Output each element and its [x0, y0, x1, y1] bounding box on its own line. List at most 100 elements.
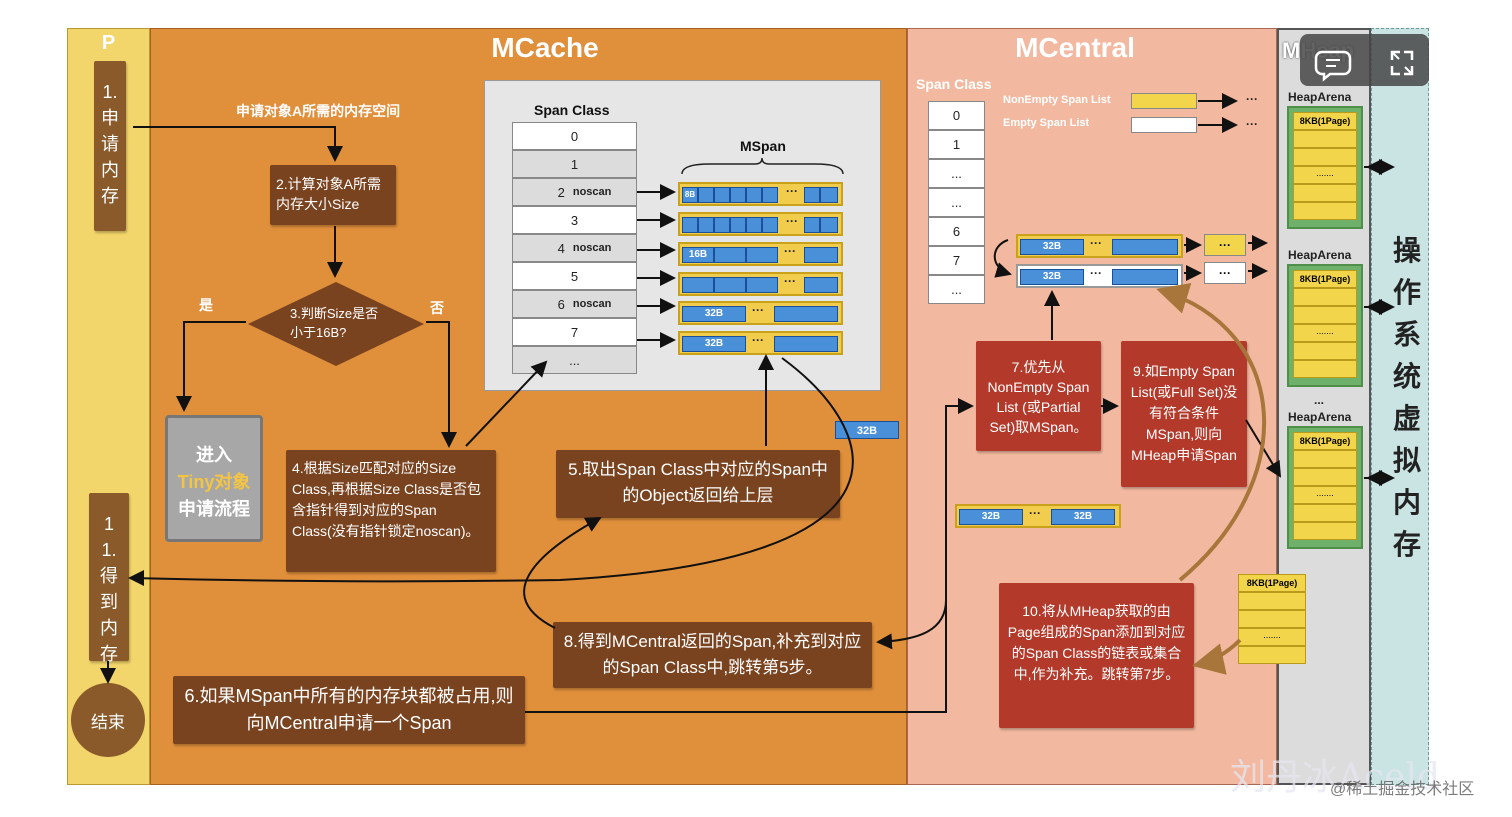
mcentral-span-class-title: Span Class: [916, 76, 992, 92]
mspan-row-16b: 16B ···: [678, 242, 843, 266]
mspan-object: [714, 187, 730, 203]
span-ellipsis: ···: [1029, 506, 1041, 520]
mcache-title: MCache: [491, 32, 599, 63]
step3-decision-diamond: [248, 282, 424, 366]
mspan-object: [698, 217, 714, 233]
step6-request-mcentral: 6.如果MSpan中所有的内存块都被占用,则向MCentral申请一个Span: [173, 676, 525, 744]
page-row: 8KB(1Page): [1293, 112, 1357, 130]
mspan-object: [804, 187, 820, 203]
mspan-object: [804, 277, 838, 293]
heap-arena-label-3: HeapArena: [1288, 410, 1352, 424]
span-label-32b: 32B: [1020, 269, 1084, 285]
mspan-object: [746, 247, 778, 263]
empty-ellipsis: ···: [1246, 117, 1258, 131]
comment-icon: [1314, 50, 1352, 82]
span-label-32b: 32B: [1020, 239, 1084, 255]
page-row: [1293, 288, 1357, 306]
mcentral-title: MCentral: [1015, 32, 1135, 63]
mspan-row-8b-2: ···: [678, 212, 843, 236]
heap-arena-2: 8KB(1Page) .......: [1287, 264, 1363, 387]
span-label-32b: 32B: [959, 509, 1023, 525]
mcache-span-class-0: 0: [512, 122, 637, 150]
mcentral-empty-span: 32B ···: [1016, 264, 1183, 288]
mcentral-span-class-1: 1: [928, 130, 985, 159]
mspan-ellipsis: ···: [784, 244, 796, 258]
span-ellipsis: ···: [1090, 266, 1102, 280]
mspan-object: [774, 306, 838, 322]
mspan-object: [714, 247, 746, 263]
yes-label: 是: [199, 297, 213, 313]
mspan-object: [698, 187, 714, 203]
empty-swatch: [1131, 117, 1197, 133]
page-row: [1238, 646, 1306, 664]
mcentral-nonempty-span: 32B ···: [1016, 234, 1183, 258]
watermark-site: @稀土掘金技术社区: [1330, 781, 1475, 798]
mspan-label-32b: 32B: [682, 306, 746, 322]
page-row: [1293, 504, 1357, 522]
request-label: 申请对象A所需的内存空间: [236, 103, 401, 119]
step9-request-mheap: 9.如Empty Span List(或Full Set)没有符合条件MSpan…: [1121, 341, 1247, 487]
mspan-object: [804, 217, 820, 233]
page-row: [1293, 130, 1357, 148]
mspan-row-8b: 8B ···: [678, 182, 843, 206]
tiny-line3: 申请流程: [178, 499, 250, 519]
heap-arena-label-2: HeapArena: [1288, 248, 1352, 262]
empty-label: Empty Span List: [1003, 117, 1090, 129]
comment-button[interactable]: [1300, 34, 1366, 86]
span-object: [1112, 239, 1178, 255]
mspan-label-16b: 16B: [682, 247, 714, 263]
mspan-object: [820, 187, 838, 203]
step4-span-class: 4.根据Size匹配对应的Size Class,再根据Size Class是否包…: [286, 450, 496, 572]
page-row: 8KB(1Page): [1238, 574, 1306, 592]
page-row: [1238, 592, 1306, 610]
mspan-object: [762, 187, 778, 203]
fullscreen-button[interactable]: [1366, 34, 1429, 86]
tiny-line2: Tiny对象: [177, 472, 251, 492]
mspan-label-32b-2: 32B: [682, 336, 746, 352]
heap-arena-1: 8KB(1Page) .......: [1287, 106, 1363, 229]
mspan-object: [682, 277, 714, 293]
mcache-span-class-7: 7: [512, 318, 637, 346]
span-label-32b: 32B: [1051, 509, 1115, 525]
page-row: [1293, 522, 1357, 540]
mcentral-returned-span: 32B ··· 32B: [955, 504, 1121, 528]
tiny-object-box: 进入 Tiny对象 申请流程: [165, 415, 263, 542]
mspan-object: [746, 187, 762, 203]
step3-text: 3.判断Size是否小于16B?: [290, 306, 379, 340]
mcache-span-class-5: 5: [512, 262, 637, 290]
step10-add-span: 10.将从MHeap获取的由Page组成的Span添加到对应的Span Clas…: [999, 583, 1194, 728]
mspan-label-8b: 8B: [682, 187, 698, 203]
span-object: [1112, 269, 1178, 285]
mspan-title: MSpan: [740, 138, 786, 154]
page-row: [1293, 306, 1357, 324]
step1-request-memory: 1.申请内存: [94, 61, 126, 231]
mcentral-span-class-7: 7: [928, 246, 985, 275]
mspan-object: [746, 217, 762, 233]
mcentral-span-class-more-2: ...: [928, 188, 985, 217]
mcache-span-class-title: Span Class: [534, 102, 610, 118]
mspan-ellipsis: ···: [752, 303, 764, 317]
transfer-span-32b: 32B: [835, 421, 899, 439]
mspan-ellipsis: ···: [786, 214, 798, 228]
page-row: [1293, 202, 1357, 220]
step2-calc-size: 2.计算对象A所需内存大小Size: [270, 165, 396, 225]
mspan-object: [762, 217, 778, 233]
page-row: .......: [1238, 628, 1306, 646]
mspan-row-32b: 32B ···: [678, 301, 843, 325]
mspan-object: [714, 217, 730, 233]
page-row: .......: [1293, 324, 1357, 342]
page-row: [1293, 184, 1357, 202]
empty-list-tail: ···: [1204, 262, 1246, 284]
page-row: [1293, 342, 1357, 360]
mspan-object: [682, 217, 698, 233]
mspan-object: [746, 277, 778, 293]
watermark-author: 刘丹冰Aceld: [1230, 757, 1441, 798]
end-node: 结束: [71, 683, 145, 757]
nonempty-list-tail: ···: [1204, 234, 1246, 256]
mspan-object: [730, 187, 746, 203]
mspan-brace: [681, 157, 844, 175]
mcentral-span-class-more-3: ...: [928, 275, 985, 304]
